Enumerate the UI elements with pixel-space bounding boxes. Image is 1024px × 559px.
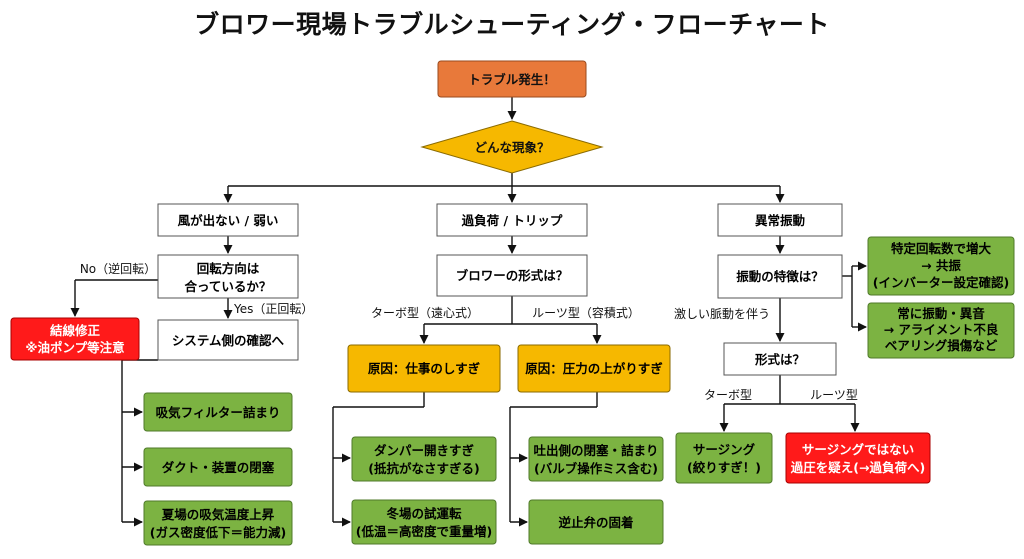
start-box xyxy=(437,60,587,98)
branch-box xyxy=(717,203,843,237)
not-surging-line1: サージングではない xyxy=(802,442,914,457)
surging-node: サージング (絞りすぎ！) xyxy=(675,432,773,484)
form-question: 形式は？ xyxy=(723,342,837,376)
cause-line2: (ガス密度低下＝能力減) xyxy=(150,525,286,540)
type-label: ブロワーの形式は？ xyxy=(456,268,569,283)
item-box xyxy=(528,436,664,482)
result-line2: → 共振 xyxy=(921,258,961,273)
start-node: トラブル発生！ xyxy=(437,60,587,98)
vibration-label: 振動の特徴は？ xyxy=(736,269,824,284)
vibration-result-2: 常に振動・異音 → アライメント不良 ベアリング損傷など xyxy=(867,302,1015,359)
not-surging-node: サージングではない 過圧を疑え(→過負荷へ) xyxy=(785,432,931,484)
branch-box xyxy=(436,203,588,237)
branch-overload: 過負荷 / トリップ xyxy=(436,203,588,237)
cause-box xyxy=(143,500,293,546)
result-line2: → アライメント不良 xyxy=(884,322,999,337)
item-box xyxy=(528,499,664,545)
item-box xyxy=(351,436,497,482)
system-cause-1: 吸気フィルター詰まり xyxy=(143,392,293,432)
rotation-line2: 合っているか？ xyxy=(185,279,272,294)
form-turbo-label: ターボ型 xyxy=(704,388,752,402)
branch-vibration: 異常振動 xyxy=(717,203,843,237)
branch-low-air: 風が出ない / 弱い xyxy=(157,203,299,237)
surging-line2: (絞りすぎ！) xyxy=(687,460,761,475)
rotation-no-label: No（逆回転） xyxy=(80,261,156,276)
chart-title: ブロワー現場トラブルシューティング・フローチャート xyxy=(194,10,830,39)
branch-label: 異常振動 xyxy=(755,213,805,228)
surging-box xyxy=(675,432,773,484)
pulsation-edge-label: 激しい脈動を伴う xyxy=(674,307,770,321)
form-label: 形式は？ xyxy=(755,352,805,367)
system-cause-3: 夏場の吸気温度上昇 (ガス密度低下＝能力減) xyxy=(143,500,293,546)
item-line2: (バルブ操作ミス含む) xyxy=(534,461,658,476)
wiring-fix-line2: ※油ポンプ等注意 xyxy=(25,340,124,355)
item-line1: 冬場の試運転 xyxy=(386,506,462,521)
wiring-fix-line1: 結線修正 xyxy=(50,323,101,338)
item-line1: ダンパー開きすぎ xyxy=(374,443,475,458)
item-line1: 逆止弁の固着 xyxy=(558,515,633,530)
start-label: トラブル発生！ xyxy=(468,72,556,87)
result-line3: ベアリング損傷など xyxy=(885,338,998,353)
vibration-box xyxy=(717,254,843,299)
result-box xyxy=(867,302,1015,359)
vibration-result-1: 特定回転数で増大 → 共振 (インバーター設定確認) xyxy=(867,236,1015,296)
rotation-question: 回転方向は 合っているか？ xyxy=(157,254,299,299)
decision-diamond xyxy=(420,120,604,174)
connectors xyxy=(70,97,867,527)
vibration-question: 振動の特徴は？ xyxy=(717,254,843,299)
turbo-cause-node: 原因：仕事のしすぎ xyxy=(347,344,501,393)
item-box xyxy=(351,499,497,545)
item-line2: (低温＝高密度で重量増) xyxy=(356,524,492,539)
form-roots-label: ルーツ型 xyxy=(810,388,858,402)
wiring-fix-box xyxy=(10,317,140,361)
rotation-box xyxy=(157,254,299,299)
cause-box xyxy=(143,447,293,487)
rotation-line1: 回転方向は xyxy=(197,261,260,276)
branch-label: 過負荷 / トリップ xyxy=(461,213,563,228)
system-cause-2: ダクト・装置の閉塞 xyxy=(143,447,293,487)
cause-line1: ダクト・装置の閉塞 xyxy=(162,460,275,475)
type-box xyxy=(436,254,588,297)
decision-node: どんな現象？ xyxy=(420,120,604,174)
turbo-edge-label: ターボ型（遠心式） xyxy=(371,306,479,320)
item-line2: (抵抗がなさすぎる) xyxy=(368,461,479,476)
result-line1: 特定回転数で増大 xyxy=(891,241,992,256)
roots-cause-label: 原因：圧力の上がりすぎ xyxy=(525,361,663,376)
branch-label: 風が出ない / 弱い xyxy=(178,213,279,228)
item-line1: 吐出側の閉塞・詰まり xyxy=(533,443,658,458)
decision-label: どんな現象？ xyxy=(474,140,549,155)
turbo-cause-box xyxy=(347,344,501,393)
cause-line1: 夏場の吸気温度上昇 xyxy=(161,507,275,522)
not-surging-box xyxy=(785,432,931,484)
system-check-node: システム側の確認へ xyxy=(157,319,299,361)
not-surging-line2: 過圧を疑え(→過負荷へ) xyxy=(790,460,925,475)
branch-box xyxy=(157,203,299,237)
wiring-fix-node: 結線修正 ※油ポンプ等注意 xyxy=(10,317,140,361)
result-box xyxy=(867,236,1015,296)
roots-item-2: 逆止弁の固着 xyxy=(528,499,664,545)
roots-edge-label: ルーツ型（容積式） xyxy=(532,305,640,320)
roots-cause-box xyxy=(517,344,671,393)
surging-line1: サージング xyxy=(693,442,756,457)
turbo-item-2: 冬場の試運転 (低温＝高密度で重量増) xyxy=(351,499,497,545)
turbo-item-1: ダンパー開きすぎ (抵抗がなさすぎる) xyxy=(351,436,497,482)
cause-line1: 吸気フィルター詰まり xyxy=(156,405,281,420)
type-question: ブロワーの形式は？ xyxy=(436,254,588,297)
system-check-box xyxy=(157,319,299,361)
roots-cause-node: 原因：圧力の上がりすぎ xyxy=(517,344,671,393)
result-line3: (インバーター設定確認) xyxy=(873,275,1009,290)
turbo-cause-label: 原因：仕事のしすぎ xyxy=(368,361,481,376)
rotation-yes-label: Yes（正回転） xyxy=(233,302,313,316)
cause-box xyxy=(143,392,293,432)
roots-item-1: 吐出側の閉塞・詰まり (バルブ操作ミス含む) xyxy=(528,436,664,482)
result-line1: 常に振動・異音 xyxy=(897,306,985,321)
form-box xyxy=(723,342,837,376)
system-check-label: システム側の確認へ xyxy=(172,333,285,348)
